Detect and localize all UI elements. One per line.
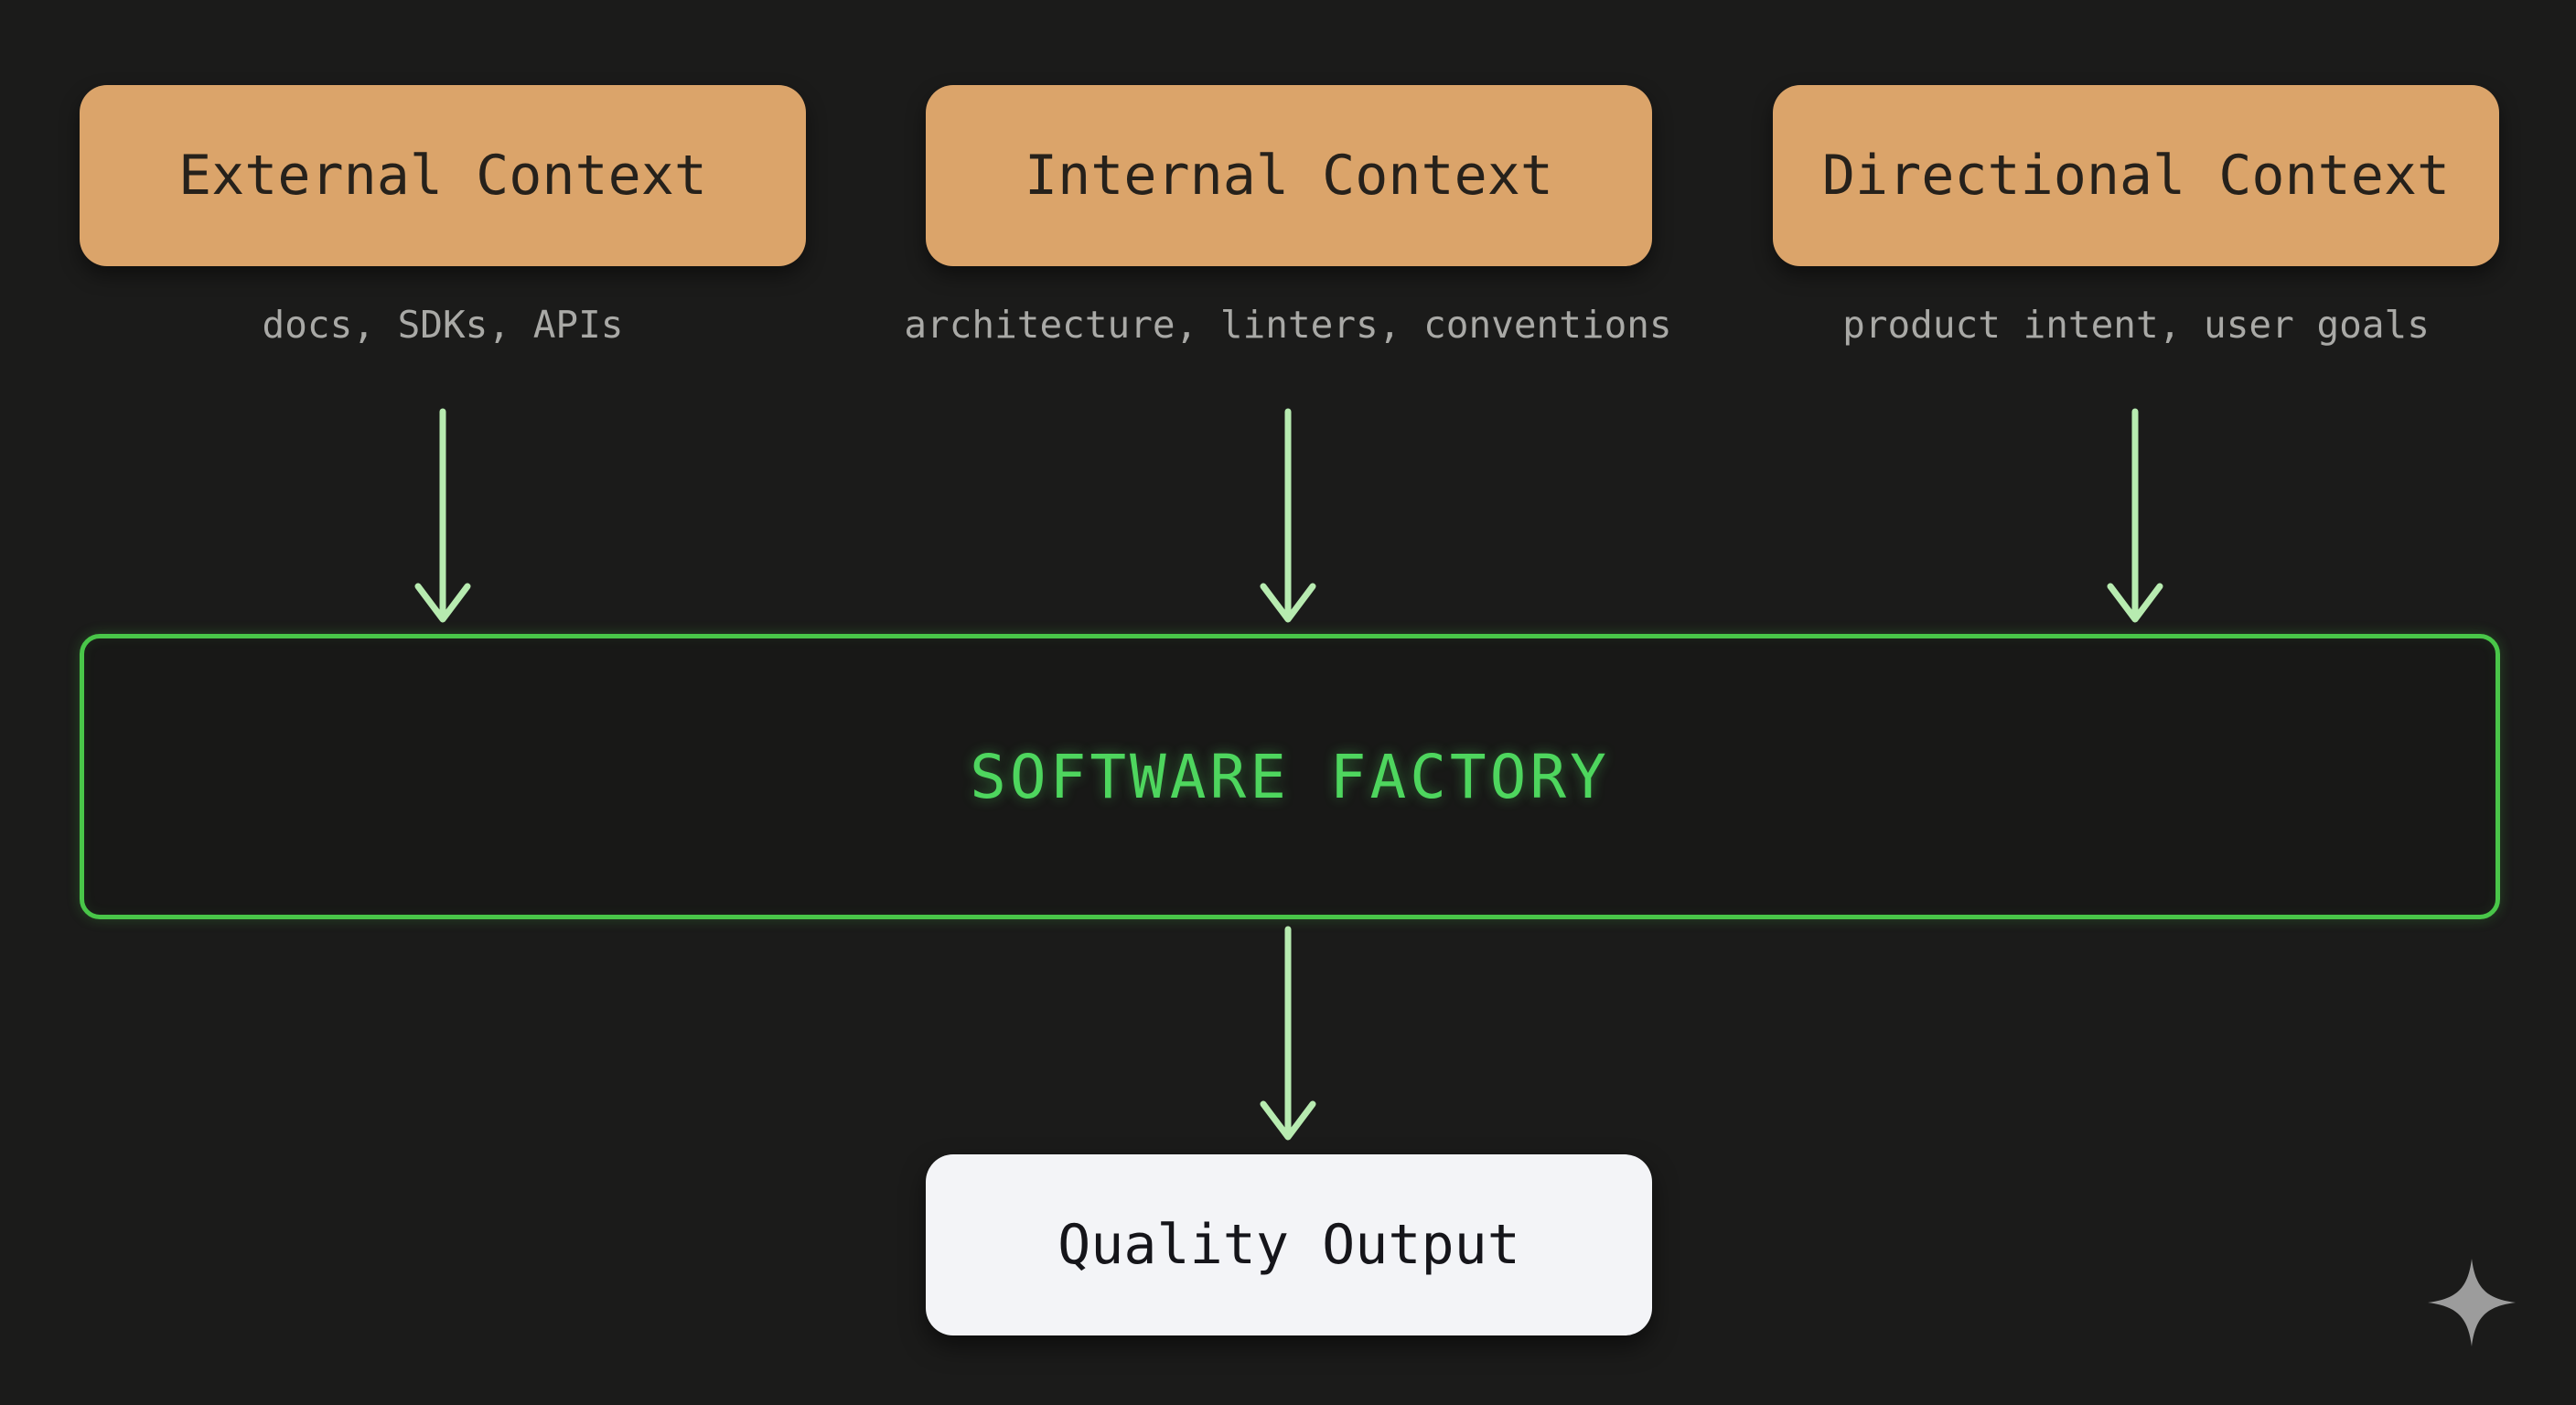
down-arrow-internal	[1260, 408, 1316, 623]
context-box-directional-label: Directional Context	[1821, 144, 2451, 208]
software-factory-box: SOFTWARE FACTORY	[80, 634, 2500, 919]
context-box-directional: Directional Context	[1773, 85, 2499, 266]
software-factory-label: SOFTWARE FACTORY	[970, 741, 1610, 812]
sparkle-icon	[2428, 1259, 2516, 1346]
quality-output-label: Quality Output	[1057, 1213, 1520, 1277]
context-subtitle-directional: product intent, user goals	[1842, 303, 2430, 347]
context-subtitle-external: docs, SDKs, APIs	[262, 303, 624, 347]
down-arrow-output	[1260, 926, 1316, 1141]
context-box-external-label: External Context	[178, 144, 707, 208]
context-box-internal-label: Internal Context	[1025, 144, 1553, 208]
context-subtitle-internal: architecture, linters, conventions	[904, 303, 1672, 347]
context-box-internal: Internal Context	[926, 85, 1652, 266]
down-arrow-directional	[2107, 408, 2163, 623]
quality-output-box: Quality Output	[926, 1154, 1652, 1335]
down-arrow-external	[414, 408, 471, 623]
context-box-external: External Context	[80, 85, 806, 266]
